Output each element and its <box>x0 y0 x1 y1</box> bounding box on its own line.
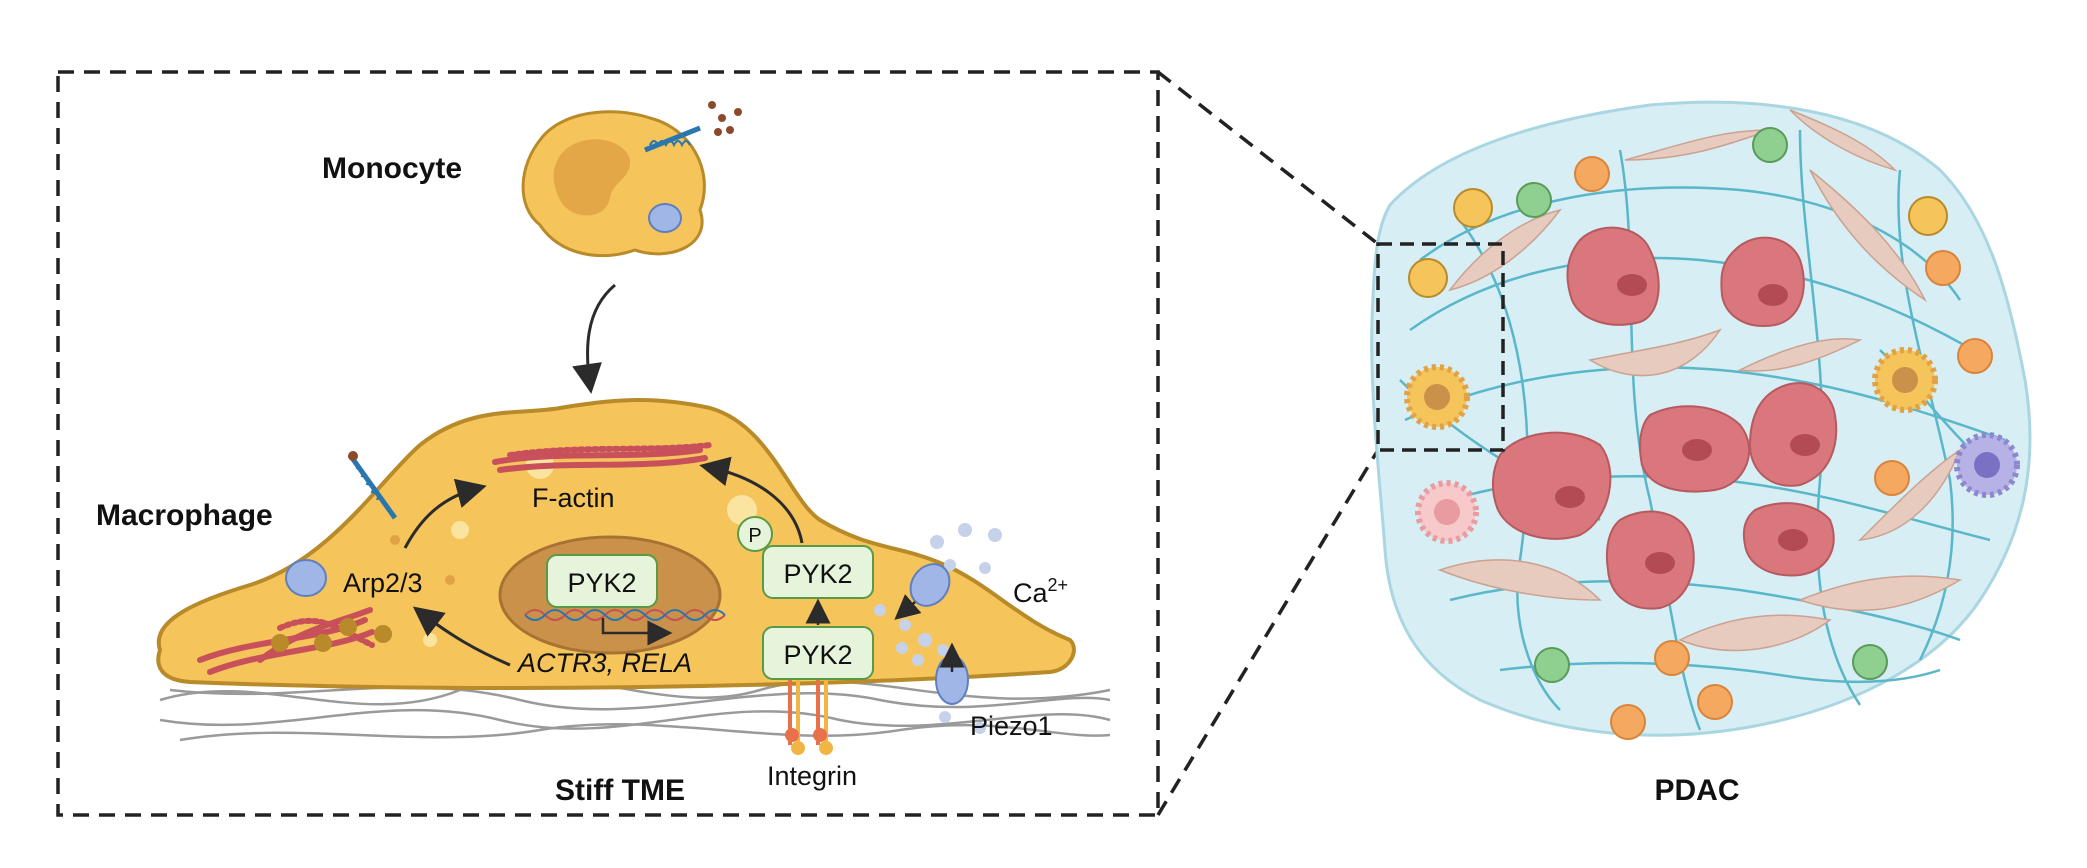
monocyte-cell <box>521 101 742 257</box>
pyk2-lower-label: PYK2 <box>783 640 852 670</box>
transcription-arrow <box>601 618 673 646</box>
arrow-pyk2-to-actin <box>699 456 804 544</box>
monocyte-label: Monocyte <box>322 152 462 185</box>
immune-cells-green <box>1516 127 1888 683</box>
integrin-label: Integrin <box>767 761 857 791</box>
pdac-label: PDAC <box>1654 774 1739 807</box>
zoom-box-left <box>56 70 1160 817</box>
arrow-arp23-to-actin <box>403 478 487 549</box>
arp23-complexes <box>271 618 392 652</box>
piezo1-label: Piezo1 <box>970 711 1053 741</box>
macrophage-label: Macrophage <box>96 499 273 532</box>
calcium-label: Ca2+ <box>1013 575 1068 608</box>
f-actin-label: F-actin <box>532 483 615 513</box>
macrophage-receptor <box>347 451 398 520</box>
macrophage-channel-left <box>285 559 327 597</box>
pyk2-nucleus-box <box>546 554 658 608</box>
stiff-tme-fibers <box>159 676 1111 742</box>
arrow-genes-to-arp23 <box>412 606 511 667</box>
zoom-connector-top <box>1156 70 1380 246</box>
phospho-badge <box>737 516 773 552</box>
arrow-calcium-influx <box>894 594 922 620</box>
immune-cells-orange <box>1574 156 1993 740</box>
tumor-nuclei <box>1555 274 1820 574</box>
integrin-receptors <box>785 680 833 755</box>
arp23-label: Arp2/3 <box>343 568 423 598</box>
pdac-tumor <box>1370 100 2032 740</box>
genes-label: ACTR3, RELA <box>516 648 692 678</box>
pyk2-upper-box <box>762 545 874 599</box>
stiff-tme-label: Stiff TME <box>555 774 685 807</box>
f-actin-filament-top <box>492 442 713 473</box>
differentiation-arrow <box>572 283 616 394</box>
pyk2-lower-box <box>762 626 874 680</box>
phospho-label: P <box>748 525 761 547</box>
zoom-connector-bottom <box>1156 449 1380 816</box>
zoom-box-right <box>1376 242 1505 452</box>
spiky-macrophages <box>1404 347 2020 544</box>
calcium-superscript: 2+ <box>1048 575 1069 595</box>
pyk2-nucleus-label: PYK2 <box>567 568 636 598</box>
dna-helix <box>524 609 726 621</box>
pyk2-upper-label: PYK2 <box>783 559 852 589</box>
monocytes-small <box>1408 188 1948 298</box>
